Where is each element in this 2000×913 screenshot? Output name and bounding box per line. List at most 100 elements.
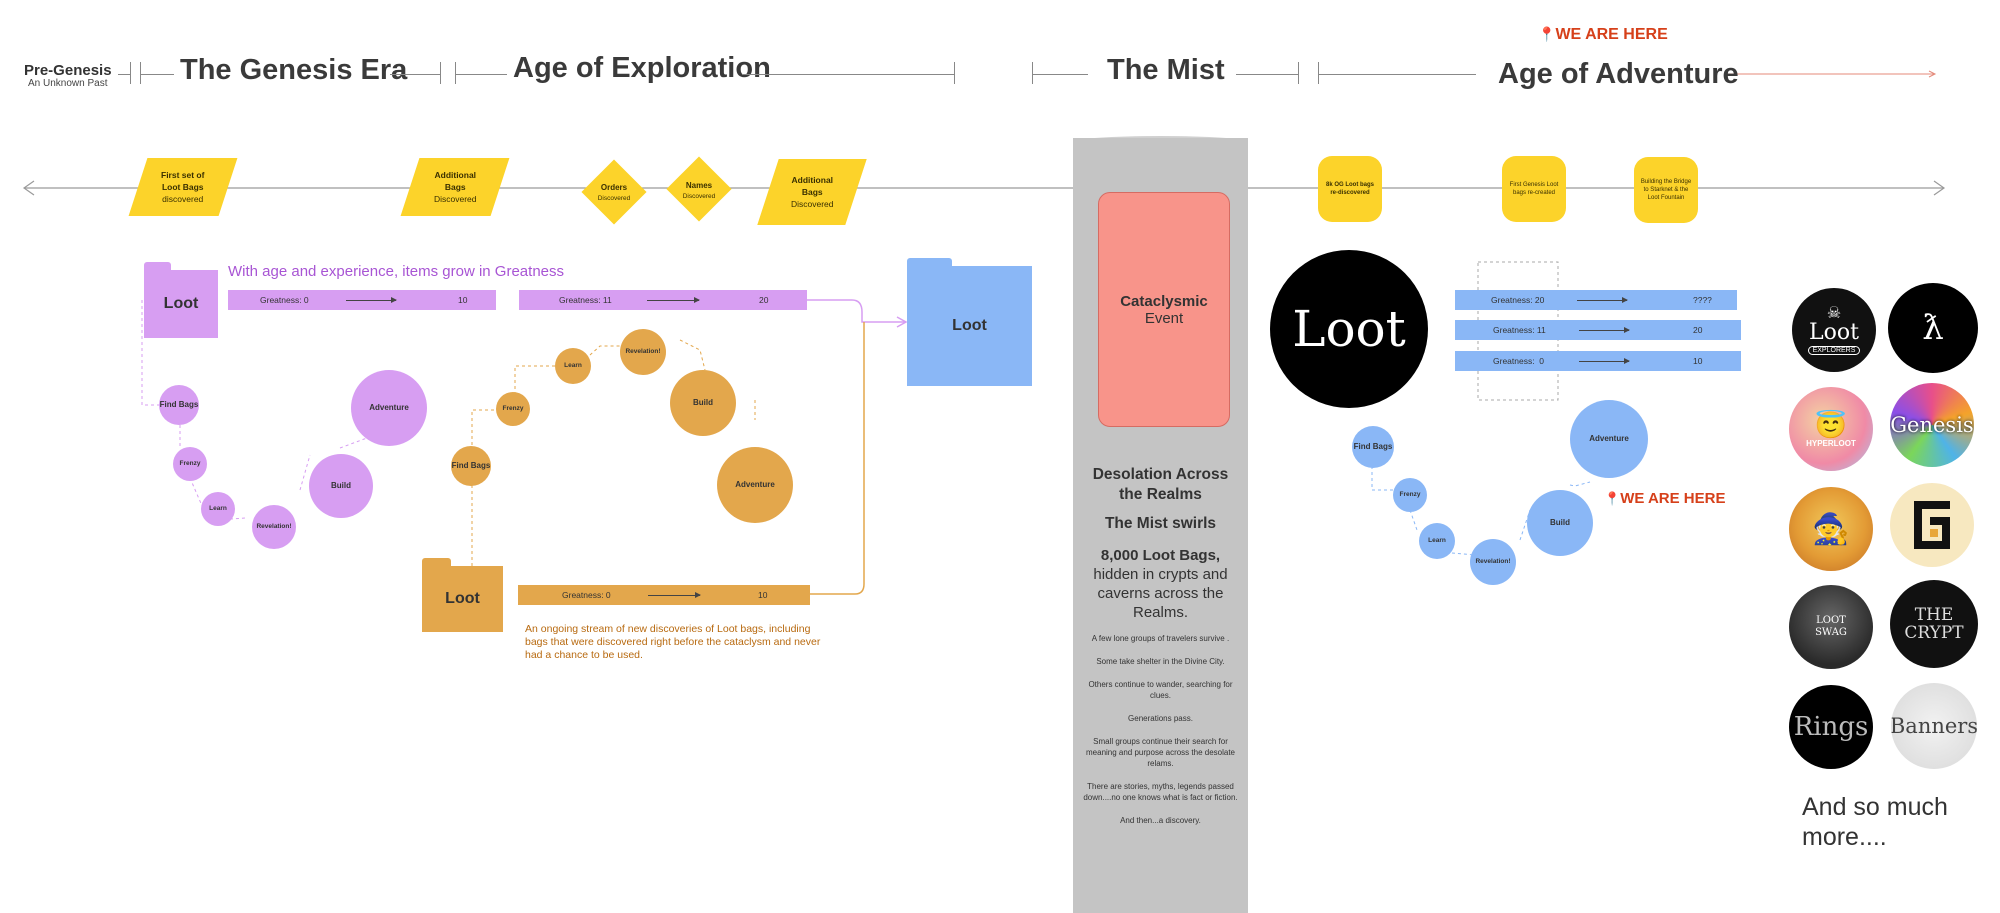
mist-story-line-5: Small groups continue their search for m… [1086, 737, 1235, 768]
loot-explorers-subtitle: EXPLORERS [1807, 345, 1861, 355]
hooded-figure-icon: 🧙 [1812, 512, 1850, 546]
blue-greatness-bar-2: Greatness: 11 20 [1455, 320, 1741, 340]
banners-avatar[interactable]: Banners [1891, 683, 1977, 769]
cataclysmic-event-title: Cataclysmic [1120, 292, 1208, 310]
monogram-icon: ƛ [1922, 308, 1944, 348]
milestone-og-bags-label: 8k OG Loot bags re-discovered [1325, 182, 1374, 196]
timeline-arrow-left [22, 180, 35, 196]
milestone-og-bags: 8k OG Loot bags re-discovered [1318, 156, 1382, 222]
location-pin-icon: 📍 [1538, 26, 1556, 42]
mist-story-line-7: And then...a discovery. [1120, 816, 1201, 825]
arrow-right-icon [346, 297, 397, 303]
orange-adventure: Adventure [717, 447, 793, 523]
loot-explorers-avatar[interactable]: ☠ Loot EXPLORERS [1792, 288, 1876, 372]
lords-monogram-avatar[interactable]: ƛ [1888, 283, 1978, 373]
orange-greatness-bar: Greatness: 0 10 [518, 585, 810, 605]
the-crypt-title: THE CRYPT [1904, 605, 1964, 643]
orange-learn: Learn [555, 348, 591, 384]
we-are-here-top: 📍WE ARE HERE [1538, 26, 1668, 44]
blue-bar2-end: 20 [1693, 325, 1703, 335]
era-exploration-title: Age of Exploration [513, 52, 771, 84]
and-so-much-more: And so much more.... [1802, 793, 1948, 851]
mist-story-line-1: A few lone groups of travelers survive . [1091, 634, 1230, 643]
orange-bar-label: Greatness: 0 [562, 590, 611, 600]
orange-loot-folder-label: Loot [422, 566, 503, 632]
blue-bar1-end: ???? [1693, 295, 1712, 305]
era-pre-genesis-title: Pre-Genesis [24, 62, 112, 79]
era-mist-title: The Mist [1107, 54, 1225, 86]
mist-heading-desolation: Desolation Across the Realms [1092, 466, 1229, 503]
the-crypt-avatar[interactable]: THE CRYPT [1890, 580, 1978, 668]
arrow-right-icon [1579, 358, 1630, 364]
milestone-additional-bags-1-line3: Discovered [433, 194, 477, 204]
cataclysmic-event-box: Cataclysmic Event [1098, 192, 1230, 427]
genesis-avatar[interactable]: Genesis [1890, 383, 1974, 467]
purple-find-bags: Find Bags [159, 385, 199, 425]
mist-story-line-4: Generations pass. [1128, 714, 1193, 723]
milestone-first-bags-line3: discovered [162, 194, 204, 204]
purple-frenzy: Frenzy [173, 447, 207, 481]
loot-logo: Loot [1270, 250, 1428, 408]
location-pin-icon: 📍 [1604, 491, 1621, 506]
milestone-additional-bags-1-line1: Additional [434, 170, 476, 180]
banners-title: Banners [1891, 714, 1977, 738]
genesis-title: Genesis [1890, 413, 1974, 437]
milestone-additional-bags-1-line2: Bags [444, 182, 466, 192]
purple-greatness-bar-2: Greatness: 11 20 [519, 290, 807, 310]
blue-greatness-bar-1: Greatness: 20 ???? [1455, 290, 1737, 310]
era-pre-genesis: Pre-Genesis An Unknown Past [24, 62, 112, 89]
blue-loot-folder-label: Loot [907, 266, 1032, 386]
orange-note: An ongoing stream of new discoveries of … [525, 623, 821, 661]
purple-greatness-bar-1: Greatness: 0 10 [228, 290, 496, 310]
blue-build: Build [1527, 490, 1593, 556]
milestone-additional-bags-2-line2: Bags [801, 187, 823, 197]
blue-bar3-end: 10 [1693, 356, 1703, 366]
loot-explorers-title: Loot [1809, 319, 1859, 345]
milestone-first-bags: First set of Loot Bags discovered [128, 158, 238, 216]
milestone-first-bags-line1: First set of [161, 170, 205, 180]
arrow-right-icon [648, 592, 701, 598]
blue-revelation: Revelation! [1470, 539, 1516, 585]
loot-swag-title: LOOT SWAG [1815, 615, 1847, 638]
purple-path [141, 300, 160, 406]
milestone-first-bags-line2: Loot Bags [162, 182, 204, 192]
hyperloot-avatar[interactable]: 😇 HYPERLOOT [1789, 387, 1873, 471]
mist-heading-swirls: The Mist swirls [1104, 515, 1217, 532]
skull-icon: ☠ [1826, 304, 1842, 322]
rings-title: Rings [1793, 712, 1869, 742]
blue-loot-folder: Loot [907, 258, 1032, 386]
purple-bar2-end: 20 [759, 295, 769, 305]
blue-bar1-label: Greatness: 20 [1491, 295, 1545, 305]
blue-find-bags: Find Bags [1352, 426, 1394, 468]
loot-swag-avatar[interactable]: LOOT SWAG [1789, 585, 1873, 669]
blue-frenzy: Frenzy [1393, 478, 1427, 512]
blue-greatness-bar-3: Greatness: 0 10 [1455, 351, 1741, 371]
blue-bar2-label: Greatness: 11 [1493, 325, 1546, 335]
orange-frenzy: Frenzy [496, 392, 530, 426]
orange-loot-folder: Loot [422, 558, 503, 632]
purple-revelation: Revelation! [252, 505, 296, 549]
mist-story: A few lone groups of travelers survive .… [1073, 633, 1248, 826]
milestone-names-title: Names [685, 181, 713, 190]
pixel-rune-avatar[interactable] [1890, 483, 1974, 567]
pixel-glyph-icon [1914, 501, 1950, 549]
arrow-right-icon [1579, 327, 1630, 333]
golden-figure-avatar[interactable]: 🧙 [1789, 487, 1873, 571]
milestone-bridge: Building the Bridge to Starknet & the Lo… [1634, 157, 1698, 223]
era-genesis-title: The Genesis Era [180, 54, 408, 86]
we-are-here-top-label: WE ARE HERE [1555, 26, 1668, 43]
mist-story-line-6: There are stories, myths, legends passed… [1083, 782, 1238, 802]
we-are-here-marker-label: WE ARE HERE [1620, 490, 1726, 507]
timeline-arrow-right [1933, 180, 1946, 196]
purple-build: Build [309, 454, 373, 518]
era-adventure-title: Age of Adventure [1498, 58, 1739, 90]
hyperloot-title: HYPERLOOT [1806, 438, 1856, 448]
arrow-right-icon [647, 297, 700, 303]
arrow-right-icon [1577, 297, 1628, 303]
blue-adventure: Adventure [1570, 400, 1648, 478]
rings-avatar[interactable]: Rings [1789, 685, 1873, 769]
